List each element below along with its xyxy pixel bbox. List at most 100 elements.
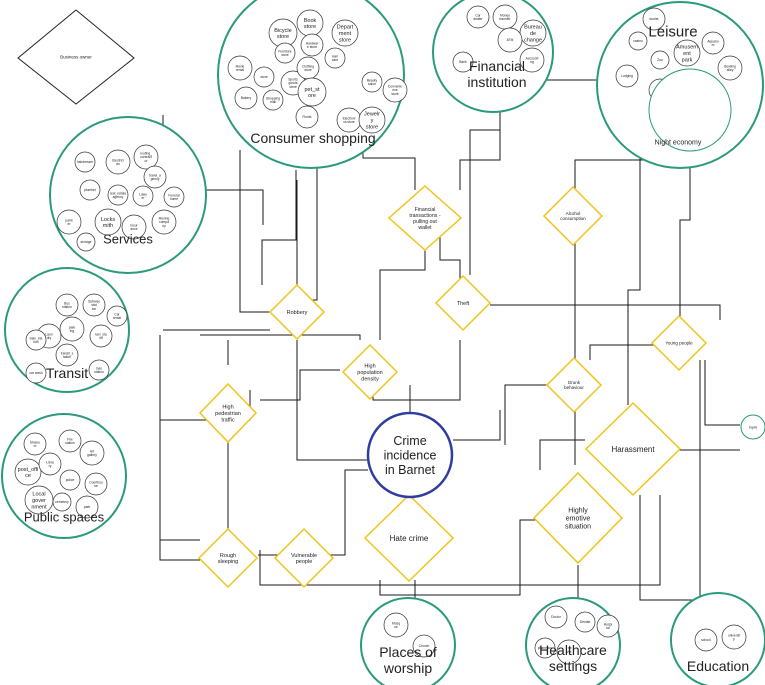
- cluster-label: Public spaces: [24, 510, 105, 525]
- place-type-label: tal: [606, 626, 610, 630]
- place-type-label: Hospi: [604, 622, 613, 626]
- place-type-label: Shopping: [266, 96, 280, 100]
- place-type-circle: [74, 151, 96, 173]
- cluster-label: Places of: [379, 644, 437, 660]
- factor-label: Theft: [457, 301, 470, 307]
- connector-line: [159, 335, 200, 561]
- cluster-label: Education: [687, 658, 749, 674]
- place-type-label: Subway: [88, 299, 100, 303]
- place-type-label: cs store: [343, 120, 355, 124]
- connector-line: [439, 230, 461, 280]
- cluster-circle: [648, 68, 732, 152]
- place-type-label: police: [66, 478, 75, 482]
- place-type-label: store: [304, 24, 316, 30]
- place-type-label: Fire: [67, 437, 73, 441]
- place-type-circle: [556, 639, 582, 665]
- factor-label: emotive: [566, 515, 591, 522]
- factor-label: behaviour: [564, 385, 584, 390]
- factor-diamond: [273, 527, 335, 589]
- place-type-label: Lodging: [621, 74, 633, 78]
- place-type-label: compa: [159, 220, 169, 224]
- factor-label: Rough: [220, 553, 236, 559]
- connector-line: [320, 469, 368, 556]
- place-type-label: Hardwar: [306, 41, 319, 45]
- place-type-label: nd: [99, 336, 103, 340]
- place-type-label: rental: [236, 68, 245, 72]
- connector-line: [379, 519, 535, 596]
- place-type-label: Bus: [64, 301, 70, 305]
- factor-theft: Theft: [434, 274, 492, 332]
- place-type-label: Museu: [30, 440, 40, 444]
- place-type-label: salon: [368, 82, 376, 86]
- factor-label: traffic: [221, 417, 235, 423]
- factor-diamond: [584, 401, 682, 497]
- place-type-label: store: [289, 85, 296, 89]
- place-type-label: universit: [728, 633, 740, 637]
- factor-diamond: [434, 274, 492, 332]
- cluster-gym: Gym: [740, 414, 765, 440]
- place-type-label: ATM: [507, 38, 514, 42]
- place-type-circle: [574, 611, 596, 633]
- cluster-label: Financial: [469, 58, 525, 74]
- central-label: in Barnet: [385, 463, 436, 477]
- place-type-circle: [721, 624, 747, 650]
- place-type-label: Church: [419, 644, 430, 648]
- place-type-label: gallery: [87, 453, 97, 457]
- place-type-label: Bank: [459, 60, 467, 64]
- place-type-label: gency: [151, 177, 160, 181]
- place-type-label: park: [84, 505, 91, 509]
- factor-label: Young people: [665, 341, 693, 346]
- factor-hate: Hate crime: [363, 493, 455, 583]
- place-type-label: store: [277, 34, 289, 40]
- factor-label: High: [222, 405, 233, 411]
- place-type-label: school: [701, 638, 711, 642]
- place-type-label: Jewelr: [364, 112, 380, 118]
- place-type-circle: [382, 77, 408, 103]
- cluster-label: Transit: [46, 365, 88, 381]
- place-type-label: travel_a: [149, 173, 161, 177]
- place-type-label: Beauty: [367, 78, 378, 82]
- place-type-circle: [673, 39, 701, 67]
- factor-label: consumption: [560, 216, 586, 221]
- place-type-circle: [358, 106, 386, 134]
- factor-label: pedestrian: [215, 411, 241, 417]
- factor-diamond: [387, 184, 463, 252]
- place-type-circle: [133, 144, 159, 170]
- place-type-bubble: casino: [628, 31, 648, 51]
- place-type-label: nment: [31, 504, 47, 510]
- place-type-circle: [38, 452, 62, 476]
- factor-young: Young people: [650, 314, 708, 372]
- place-type-circle: [615, 64, 639, 88]
- cluster-label: Healthcare: [539, 642, 607, 658]
- factor-diamond: [197, 527, 259, 589]
- cluster-financial: CardealerMoneytransferBureaudechangeATMB…: [432, 0, 554, 113]
- place-type-label: Zoo: [657, 58, 663, 62]
- cluster-label: worship: [383, 660, 432, 676]
- place-type-circle: [717, 55, 743, 81]
- place-type-label: storage: [81, 240, 92, 244]
- place-type-label: er: [142, 196, 146, 200]
- place-type-label: mall: [270, 100, 276, 104]
- connector-line: [261, 170, 297, 285]
- place-type-label: Laun: [45, 332, 53, 336]
- place-type-label: dealer: [473, 17, 483, 21]
- place-type-circle: [274, 42, 296, 64]
- place-type-circle: [106, 305, 128, 327]
- place-type-label: Electroni: [343, 116, 356, 120]
